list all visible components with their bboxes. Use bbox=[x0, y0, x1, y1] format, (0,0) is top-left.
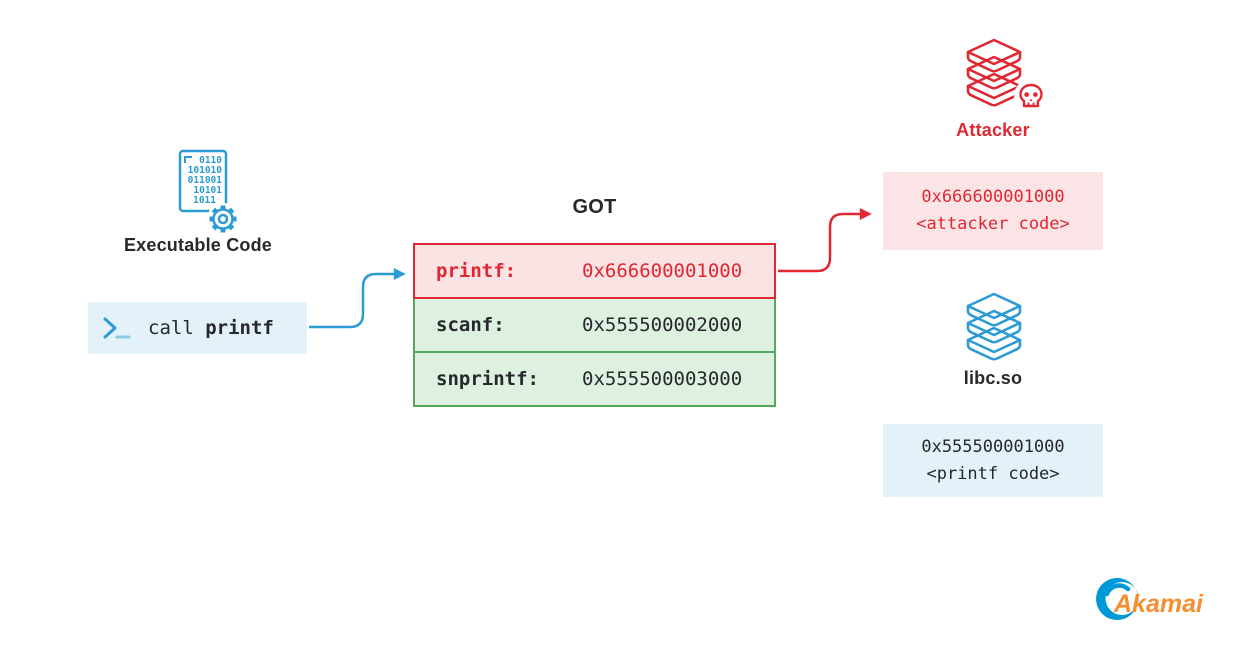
libc-label: libc.so bbox=[963, 368, 1023, 388]
libc-code-box: 0x555500001000 <printf code> bbox=[883, 424, 1103, 497]
svg-text:1011: 1011 bbox=[193, 195, 216, 206]
got-entry-name: snprintf: bbox=[436, 368, 539, 390]
call-to-got-arrow bbox=[309, 268, 406, 329]
svg-text:0110: 0110 bbox=[199, 155, 222, 166]
got-to-attacker-arrow bbox=[778, 208, 872, 273]
svg-text:101010: 101010 bbox=[188, 165, 223, 176]
got-row-snprintf: snprintf: 0x555500003000 bbox=[413, 351, 776, 407]
gear-icon bbox=[207, 203, 239, 235]
got-row-scanf: scanf: 0x555500002000 bbox=[413, 297, 776, 353]
terminal-prompt-icon bbox=[103, 317, 131, 339]
got-entry-name: scanf: bbox=[436, 314, 505, 336]
svg-text:10101: 10101 bbox=[193, 185, 222, 196]
attacker-code-box: 0x666600001000 <attacker code> bbox=[883, 172, 1103, 250]
got-table: printf: 0x666600001000 scanf: 0x55550000… bbox=[413, 243, 776, 407]
svg-text:011001: 011001 bbox=[188, 175, 223, 186]
attacker-code-tag: <attacker code> bbox=[916, 214, 1070, 234]
akamai-logo: Akamai bbox=[1096, 578, 1204, 620]
skull-icon bbox=[1014, 79, 1048, 113]
got-row-printf: printf: 0x666600001000 bbox=[413, 243, 776, 299]
attacker-label: Attacker bbox=[956, 120, 1030, 140]
got-entry-name: printf: bbox=[436, 260, 517, 282]
libc-code-tag: <printf code> bbox=[926, 463, 1060, 484]
attacker-books-skull-icon bbox=[966, 38, 1048, 113]
got-entry-address: 0x555500003000 bbox=[582, 368, 743, 390]
got-entry-address: 0x666600001000 bbox=[582, 260, 743, 282]
libc-address: 0x555500001000 bbox=[921, 436, 1065, 457]
svg-text:Akamai: Akamai bbox=[1113, 590, 1204, 618]
executable-code-label: Executable Code bbox=[123, 235, 273, 255]
libc-books-icon bbox=[966, 292, 1022, 361]
call-instruction: call printf bbox=[148, 317, 274, 339]
attacker-address: 0x666600001000 bbox=[921, 187, 1065, 207]
got-entry-address: 0x555500002000 bbox=[582, 314, 743, 336]
executable-code-icon: 0110 101010 011001 10101 1011 bbox=[178, 149, 239, 235]
call-printf-box: call printf bbox=[88, 302, 307, 354]
got-title: GOT bbox=[572, 196, 617, 218]
